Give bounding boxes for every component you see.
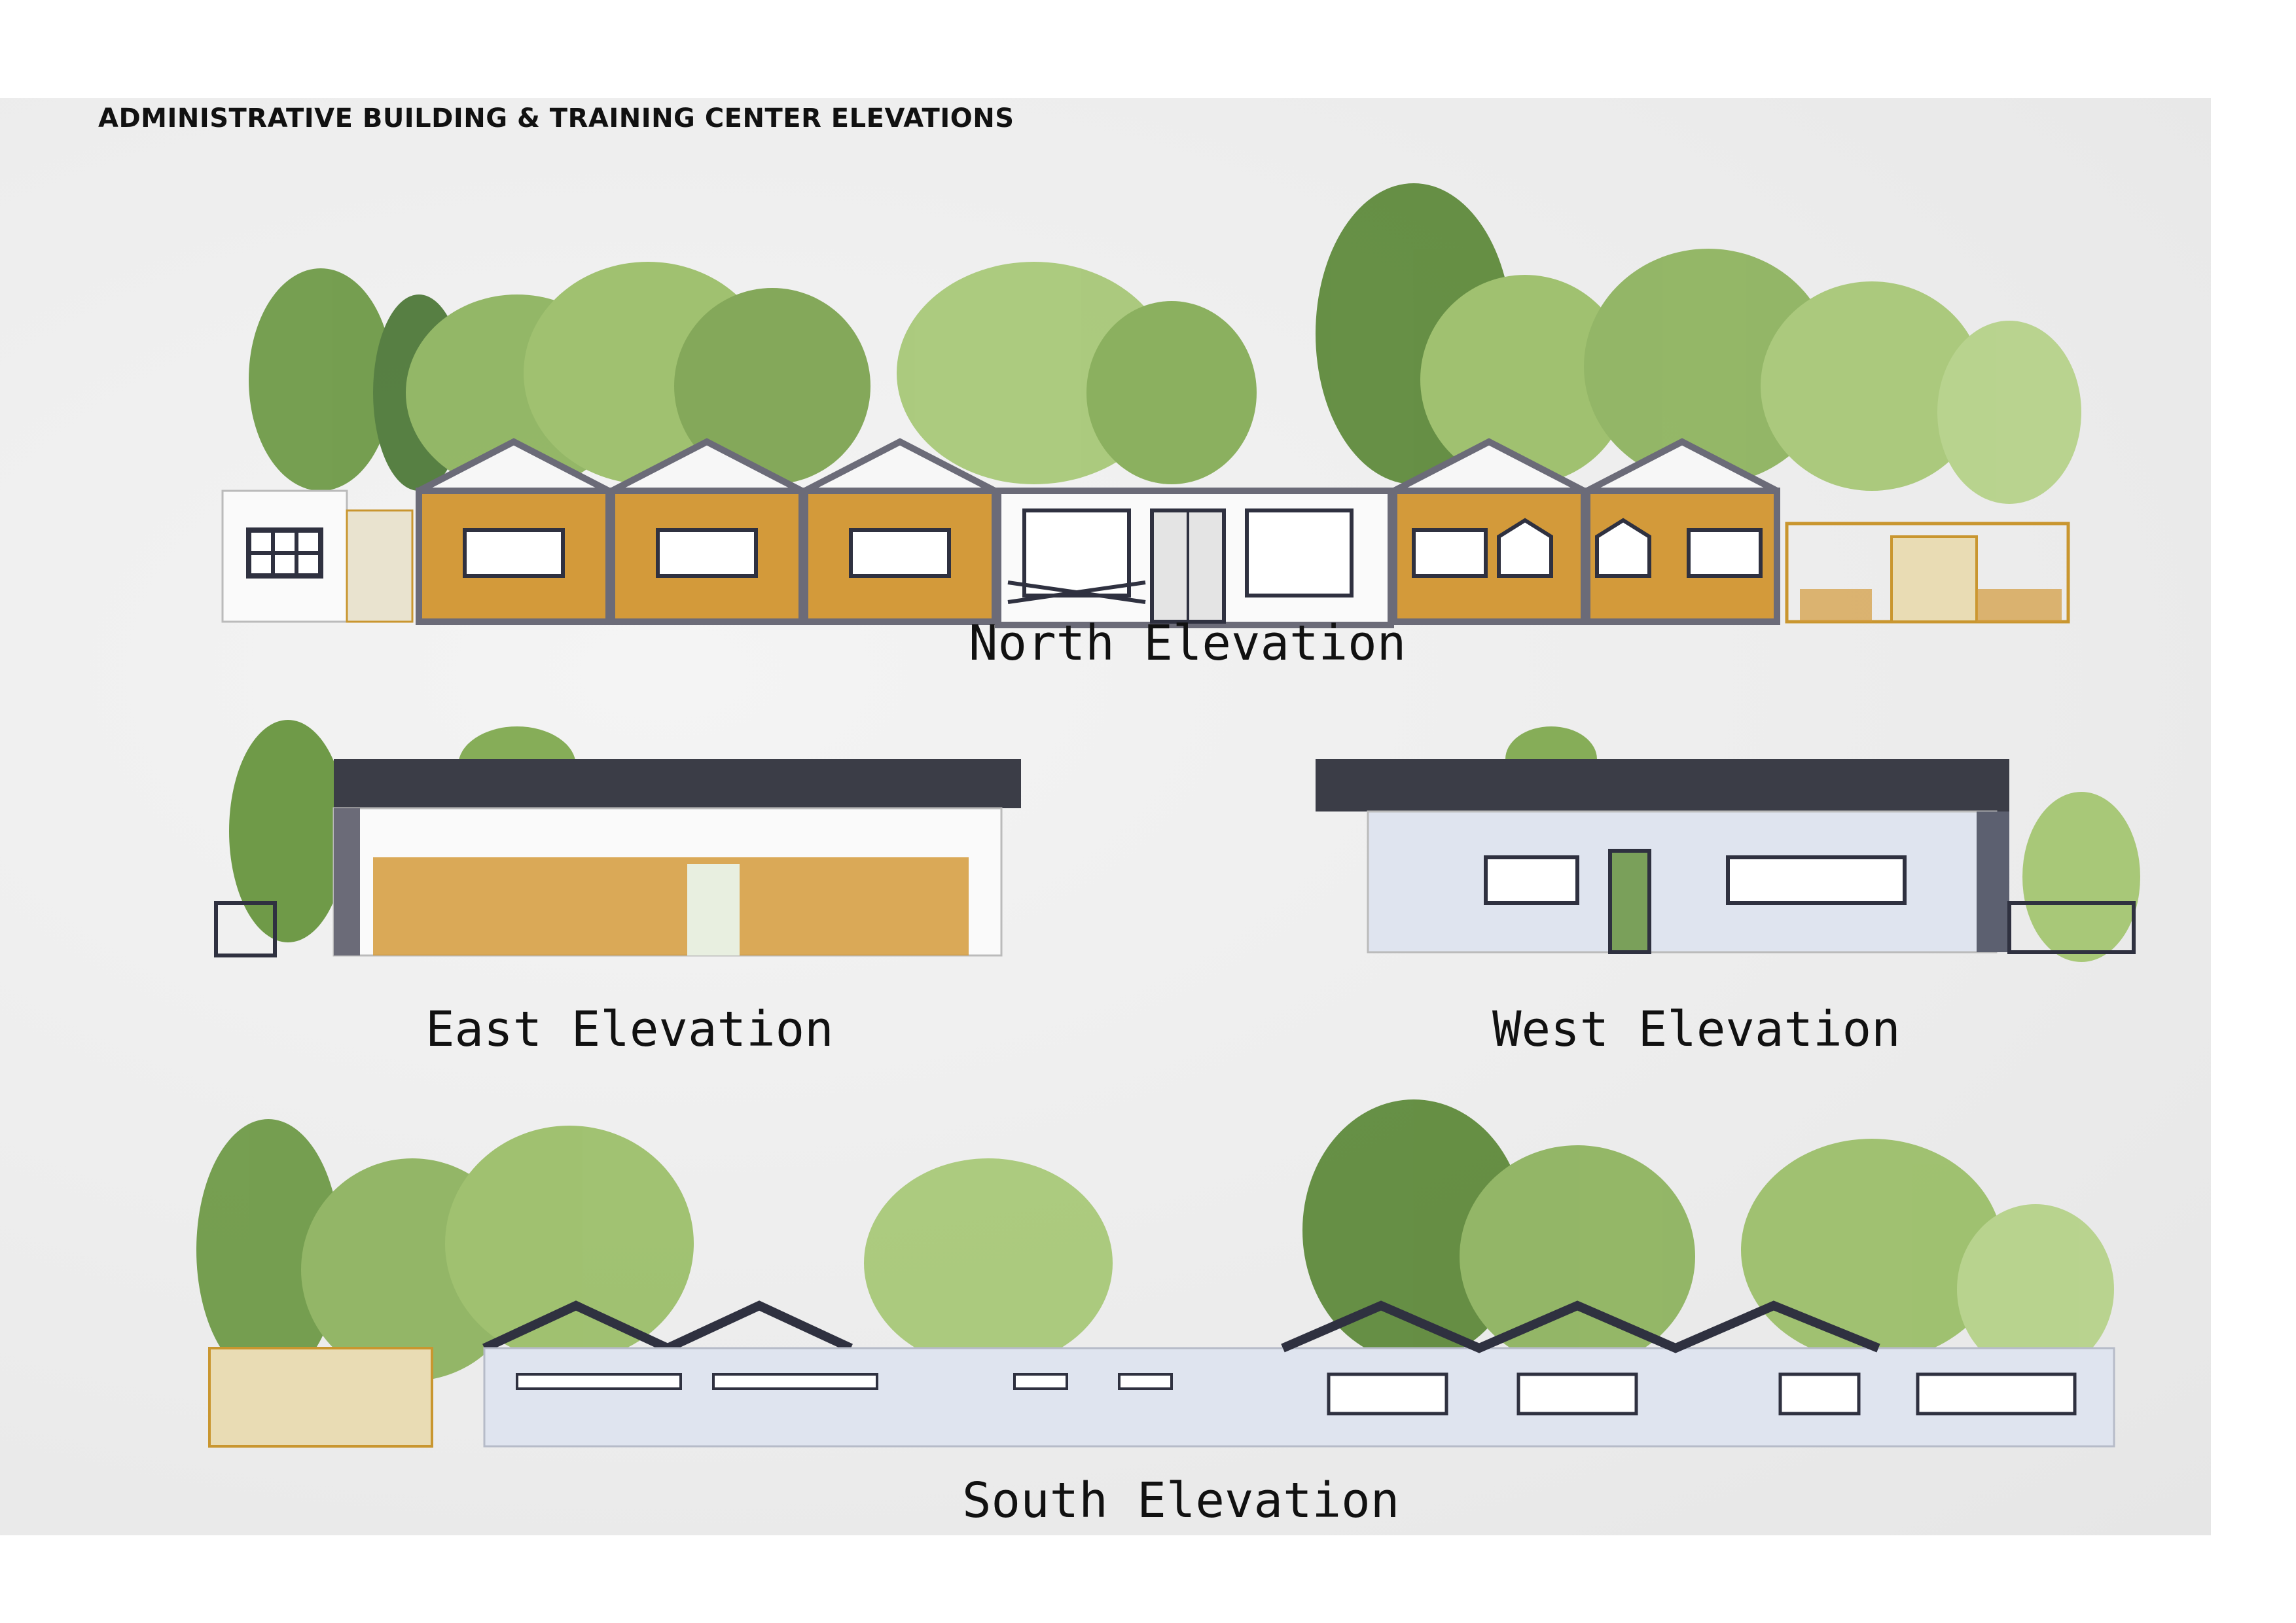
north-gable-5: [1584, 438, 1780, 625]
west-elevation-drawing: [1316, 726, 2140, 962]
north-gable-3: [802, 438, 998, 625]
west-elevation-label: West Elevation: [1492, 1001, 1901, 1058]
north-tree-group: [249, 183, 2081, 504]
north-elevation-label: North Elevation: [969, 615, 1407, 671]
elevation-sheet: ADMINISTRATIVE BUILDING & TRAINING CENTE…: [0, 98, 2211, 1535]
north-elevation-drawing: [221, 183, 2081, 628]
north-annex-window: [246, 527, 323, 579]
sheet-title: ADMINISTRATIVE BUILDING & TRAINING CENTE…: [98, 103, 1014, 134]
north-gable-1: [416, 438, 612, 625]
north-gable-2: [609, 438, 805, 625]
north-pergola: [1785, 522, 2070, 624]
east-elevation-drawing: [214, 720, 1021, 957]
east-elevation-label: East Elevation: [425, 1001, 834, 1058]
south-elevation-label: South Elevation: [962, 1472, 1400, 1529]
page-margin: [0, 1535, 2296, 1623]
north-gable-4: [1391, 438, 1587, 625]
north-entrance: [995, 488, 1394, 628]
south-elevation-drawing: [196, 1099, 2115, 1448]
